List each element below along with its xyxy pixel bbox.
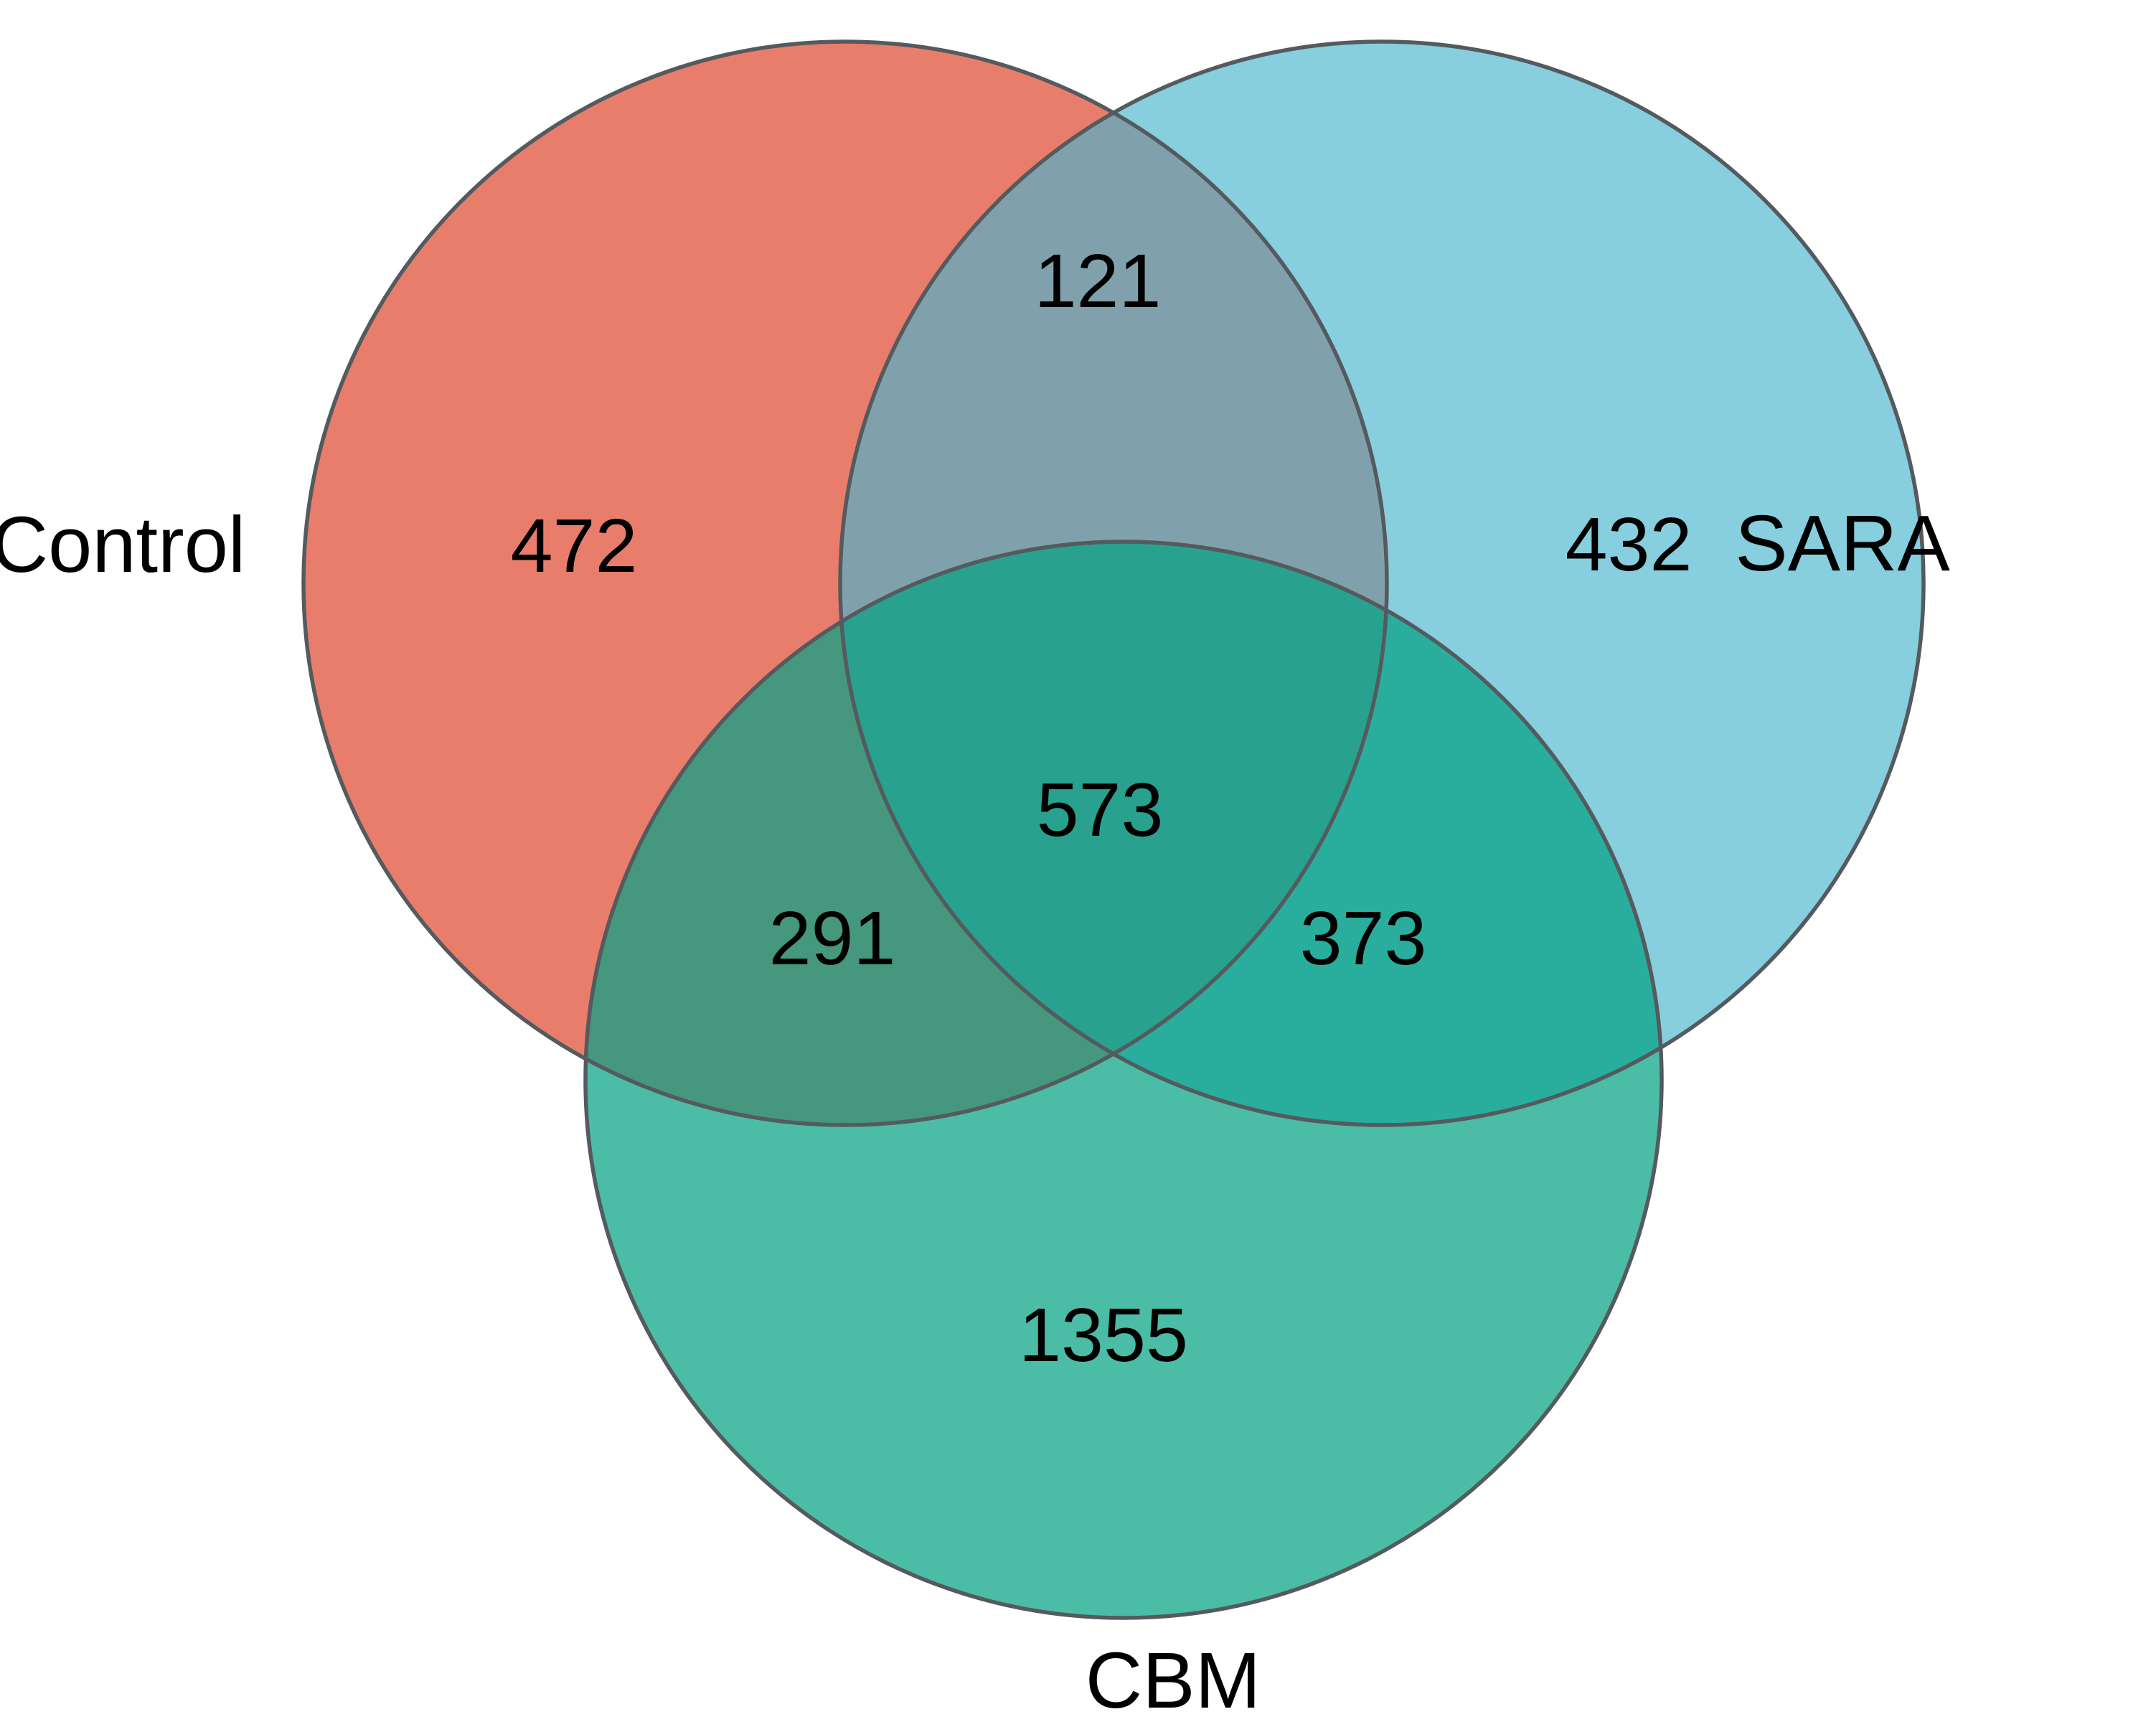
cbm-set-label: CBM (1086, 1637, 1261, 1725)
sara-only-count: 432 (1566, 502, 1693, 587)
control-sara-count: 121 (1035, 239, 1162, 324)
cbm-circle-outline (583, 540, 1664, 1620)
cbm-circle-fill (585, 542, 1662, 1618)
control-only-count: 472 (511, 504, 638, 588)
cbm-only-count: 1355 (1019, 1293, 1188, 1378)
control-circle-outline (301, 39, 1389, 1127)
sara-circle-outline (838, 39, 1926, 1127)
sara-cbm-count: 373 (1300, 896, 1427, 981)
control-cbm-count: 291 (769, 896, 896, 981)
sara-set-label: SARA (1735, 499, 1950, 588)
triple-intersection-count: 573 (1037, 768, 1164, 852)
control-set-label: Control (0, 501, 245, 589)
